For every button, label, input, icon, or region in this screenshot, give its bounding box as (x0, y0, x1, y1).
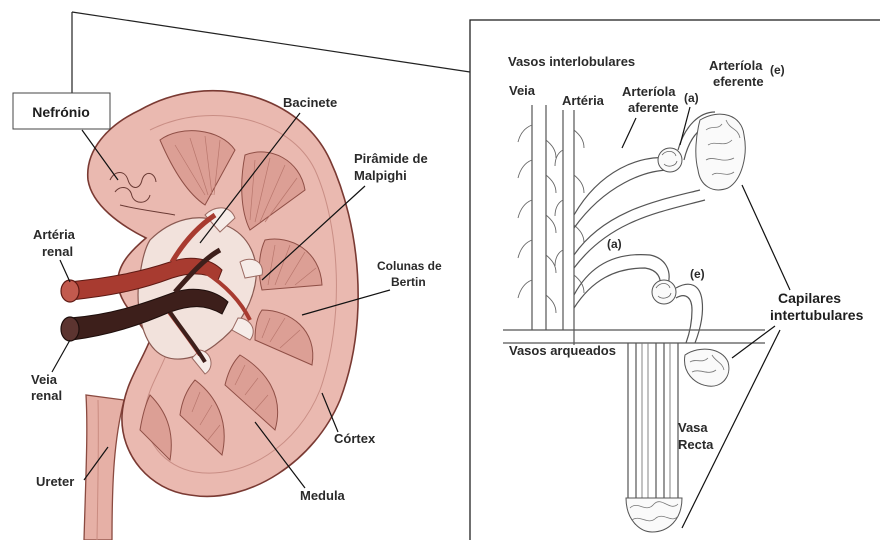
label-piramide-1: Pirâmide de (354, 151, 428, 166)
label-vasos-interlobulares: Vasos interlobulares (508, 54, 635, 69)
label-marker-e-mid: (e) (690, 267, 705, 281)
label-arteria-renal-2: renal (42, 244, 73, 259)
label-vasos-arqueados: Vasos arqueados (509, 343, 616, 358)
ureter-tube (84, 395, 124, 540)
label-colunas-1: Colunas de (377, 259, 442, 273)
label-cortex: Córtex (334, 431, 376, 446)
label-capilares-2: intertubulares (770, 307, 864, 323)
nephron-detail-panel: Vasos interlobulares Veia Artéria Arterí… (470, 20, 880, 540)
label-veia-renal-1: Veia (31, 372, 58, 387)
label-marker-a-mid: (a) (607, 237, 622, 251)
kidney-illustration (61, 91, 358, 540)
label-arteria-renal-1: Artéria (33, 227, 76, 242)
label-veia: Veia (509, 83, 536, 98)
label-veia-renal-2: renal (31, 388, 62, 403)
vein-opening (61, 317, 79, 341)
label-vasa-2: Recta (678, 437, 714, 452)
artery-opening (61, 280, 79, 302)
label-arteriola-eferente-2: eferente (713, 74, 764, 89)
label-arteriola-aferente-2: aferente (628, 100, 679, 115)
label-nefronio: Nefrónio (32, 104, 90, 120)
label-vasa-1: Vasa (678, 420, 708, 435)
label-capilares-1: Capilares (778, 290, 841, 306)
label-marker-a-top: (a) (684, 91, 699, 105)
label-arteriola-aferente-1: Arteríola (622, 84, 676, 99)
label-arteria: Artéria (562, 93, 605, 108)
label-bacinete: Bacinete (283, 95, 337, 110)
label-colunas-2: Bertin (391, 275, 426, 289)
label-marker-e-top: (e) (770, 63, 785, 77)
label-arteriola-eferente-1: Arteríola (709, 58, 763, 73)
label-ureter: Ureter (36, 474, 74, 489)
label-piramide-2: Malpighi (354, 168, 407, 183)
label-medula: Medula (300, 488, 346, 503)
zoom-wedge (72, 12, 470, 95)
